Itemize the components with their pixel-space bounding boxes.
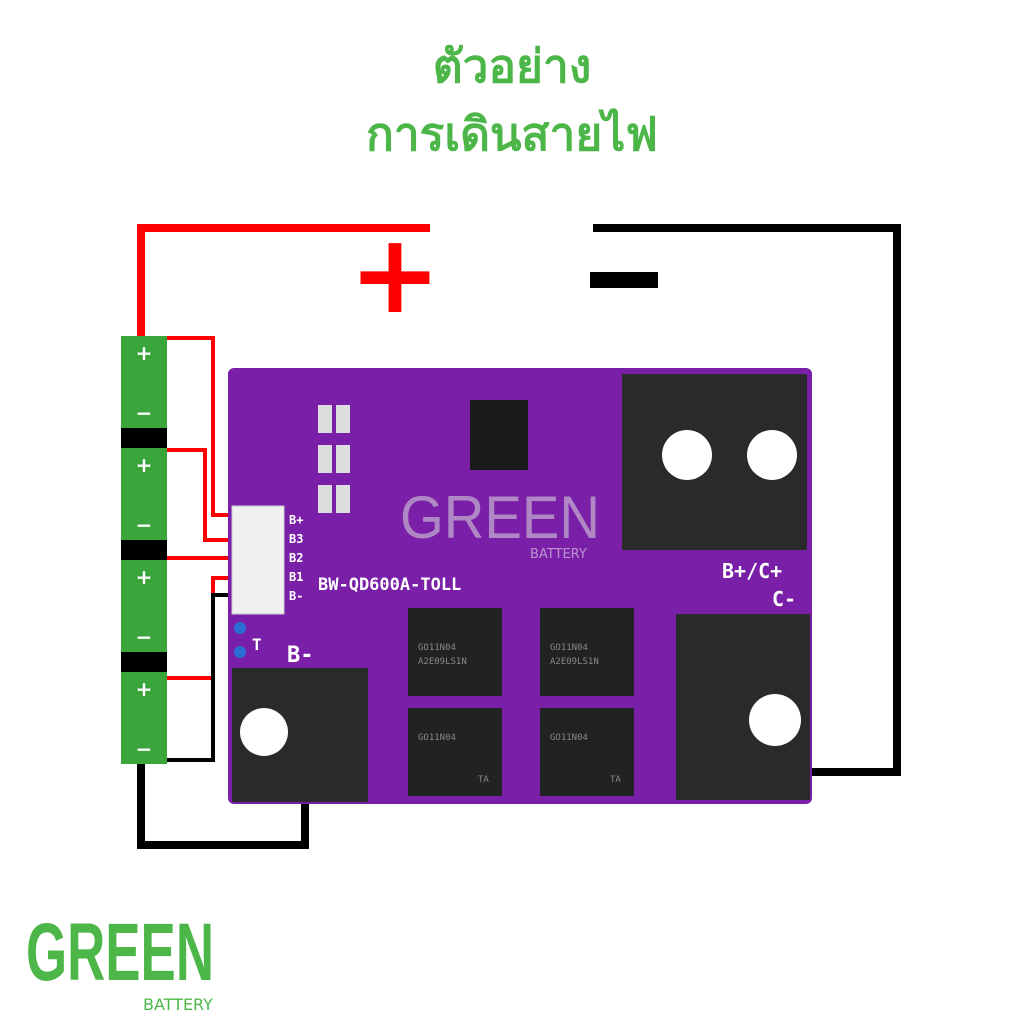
battery-cell: + −: [121, 336, 167, 448]
balance-connector: [231, 505, 285, 615]
board-model: BW-QD600A-TOLL: [318, 575, 461, 595]
svg-text:+: +: [136, 453, 153, 477]
b-minus-label: B-: [287, 643, 314, 668]
title-line1: ตัวอย่าง: [433, 39, 592, 93]
logo-brand: GREEN: [26, 907, 214, 998]
title-line2: การเดินสายไฟ: [366, 107, 658, 161]
c-minus-label: C-: [772, 587, 796, 611]
watermark: GREEN BATTERY: [400, 484, 600, 562]
svg-text:+: +: [136, 677, 153, 701]
svg-text:TA: TA: [610, 775, 621, 785]
pin-b3: B3: [289, 532, 303, 546]
negative-sign: [590, 272, 658, 288]
svg-text:TA: TA: [478, 775, 489, 785]
svg-text:+: +: [136, 565, 153, 589]
logo-sub: BATTERY: [143, 995, 213, 1014]
pin-b-minus: B-: [289, 589, 303, 603]
battery-pack: + − + − + − + −: [121, 336, 167, 764]
svg-text:GREEN: GREEN: [400, 484, 600, 551]
positive-wire: [137, 224, 430, 340]
svg-text:−: −: [136, 401, 153, 425]
svg-text:−: −: [136, 625, 153, 649]
svg-text:GO11N04: GO11N04: [418, 733, 456, 743]
svg-text:−: −: [136, 737, 153, 761]
svg-text:GO11N04: GO11N04: [550, 643, 588, 653]
battery-cell: + −: [121, 448, 167, 560]
svg-text:BATTERY: BATTERY: [530, 547, 587, 562]
battery-cell: + −: [121, 672, 167, 764]
b-plus-c-plus-label: B+/C+: [722, 559, 782, 583]
thermistor-label: T: [252, 635, 262, 654]
positive-sign: +: [349, 210, 441, 338]
pin-b-plus: B+: [289, 513, 303, 527]
svg-text:A2E09LS1N: A2E09LS1N: [550, 657, 599, 667]
svg-text:GO11N04: GO11N04: [418, 643, 456, 653]
negative-wire: [137, 224, 901, 849]
svg-text:−: −: [136, 513, 153, 537]
bms-board: GO11N04 A2E09LS1N GO11N04 A2E09LS1N GO11…: [228, 368, 812, 804]
pin-b1: B1: [289, 570, 303, 584]
green-battery-logo: GREEN BATTERY: [26, 907, 214, 1014]
ic-chip: [470, 400, 528, 470]
svg-text:A2E09LS1N: A2E09LS1N: [418, 657, 467, 667]
pin-b2: B2: [289, 551, 303, 565]
balance-wires: [165, 336, 238, 762]
svg-text:GO11N04: GO11N04: [550, 733, 588, 743]
battery-cell: + −: [121, 560, 167, 672]
svg-text:+: +: [136, 341, 153, 365]
mosfets: GO11N04 A2E09LS1N GO11N04 A2E09LS1N GO11…: [408, 608, 634, 796]
